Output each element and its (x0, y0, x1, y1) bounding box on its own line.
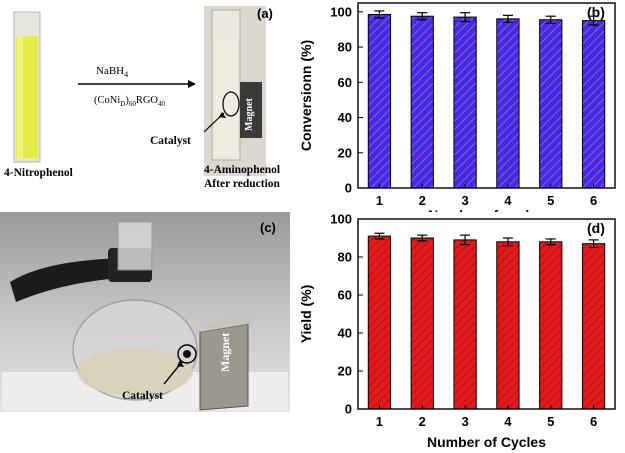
flask-neck (117, 221, 153, 271)
bar-5 (539, 241, 563, 410)
panel-a-photo: (a) NaBH4 (CoNiD)60RGO40 Magnet Catalyst… (0, 0, 290, 205)
x-tick-label-4: 4 (504, 193, 512, 208)
x-tick-label-2: 2 (419, 193, 426, 208)
x-tick-label-4: 4 (504, 414, 512, 429)
catalyst-circle (222, 91, 240, 117)
x-tick-label-5: 5 (547, 193, 554, 208)
y-axis-label: Conversionn (%) (298, 40, 314, 151)
y-tick-label-20: 20 (338, 364, 352, 379)
liquid-highlight (17, 36, 23, 158)
magnet-label-c: Magnet (218, 333, 232, 372)
plot-frame (357, 218, 616, 410)
x-tick-label-2: 2 (419, 414, 426, 429)
x-axis-label: Number of Cycles (427, 434, 546, 450)
bar-4 (496, 18, 520, 189)
catalyst-label-c: Catalyst (122, 390, 163, 402)
y-tick-label-40: 40 (338, 326, 352, 341)
y-tick-label-80: 80 (338, 40, 352, 55)
x-tick-label-5: 5 (547, 414, 554, 429)
x-tick-label-1: 1 (376, 414, 383, 429)
y-tick-label-60: 60 (338, 288, 352, 303)
bar-6 (581, 243, 606, 410)
y-tick-label-100: 100 (330, 4, 352, 19)
y-tick-label-60: 60 (338, 75, 352, 90)
catalyst-dot (183, 350, 191, 358)
catalyst-label-a: Catalyst (150, 135, 191, 147)
flask-liquid (77, 348, 193, 396)
bar-3 (453, 16, 477, 189)
panel-label: (d) (587, 220, 605, 236)
bar-5 (539, 19, 563, 189)
bar-6 (581, 20, 606, 189)
y-tick-label-100: 100 (330, 212, 352, 227)
right-caption-line1: 4-Aminophenol (204, 164, 280, 176)
panel-a-illustration: (a) NaBH4 (CoNiD)60RGO40 Magnet Catalyst… (4, 6, 281, 190)
panel-c-label: (c) (260, 220, 276, 235)
x-tick-label-6: 6 (590, 414, 597, 429)
y-tick-label-80: 80 (338, 250, 352, 265)
x-tick-label-6: 6 (590, 193, 597, 208)
panel-c-illustration: (c) Magnet Catalyst (0, 212, 290, 412)
bar-1 (367, 13, 392, 189)
plot-frame (357, 2, 616, 189)
x-tick-label-3: 3 (461, 193, 468, 208)
bar-1 (367, 235, 392, 410)
panel-c-photo: (c) Magnet Catalyst (0, 212, 290, 412)
bar-3 (453, 239, 477, 410)
panel-label: (b) (587, 4, 605, 20)
bar-2 (410, 237, 434, 410)
bar-4 (496, 241, 520, 410)
reaction-arrowhead (188, 80, 196, 88)
y-axis-label: Yield (%) (298, 285, 314, 344)
catalyst-pointer-head (219, 112, 226, 118)
magnet-block (240, 82, 262, 138)
magnet-label-a: Magnet (244, 98, 255, 131)
y-tick-label-0: 0 (345, 181, 352, 196)
catalyst-pointer-head-c (177, 360, 184, 367)
reagent-nabh4: NaBH4 (96, 65, 128, 79)
x-tick-label-1: 1 (376, 193, 383, 208)
right-caption-line2: After reduction (204, 178, 281, 190)
clear-solution (214, 40, 238, 156)
left-caption: 4-Nitrophenol (4, 167, 73, 179)
magnet-top (200, 316, 256, 332)
bar-2 (410, 15, 434, 189)
reagent-catalyst-formula: (CoNiD)60RGO40 (94, 95, 165, 108)
x-tick-label-3: 3 (461, 414, 468, 429)
y-tick-label-40: 40 (338, 110, 352, 125)
panel-a-label: (a) (257, 6, 273, 21)
y-tick-label-0: 0 (345, 402, 352, 417)
y-tick-label-20: 20 (338, 145, 352, 160)
x-axis-label: Number of cycles (428, 207, 545, 212)
catalyst-circle-c (177, 344, 197, 364)
